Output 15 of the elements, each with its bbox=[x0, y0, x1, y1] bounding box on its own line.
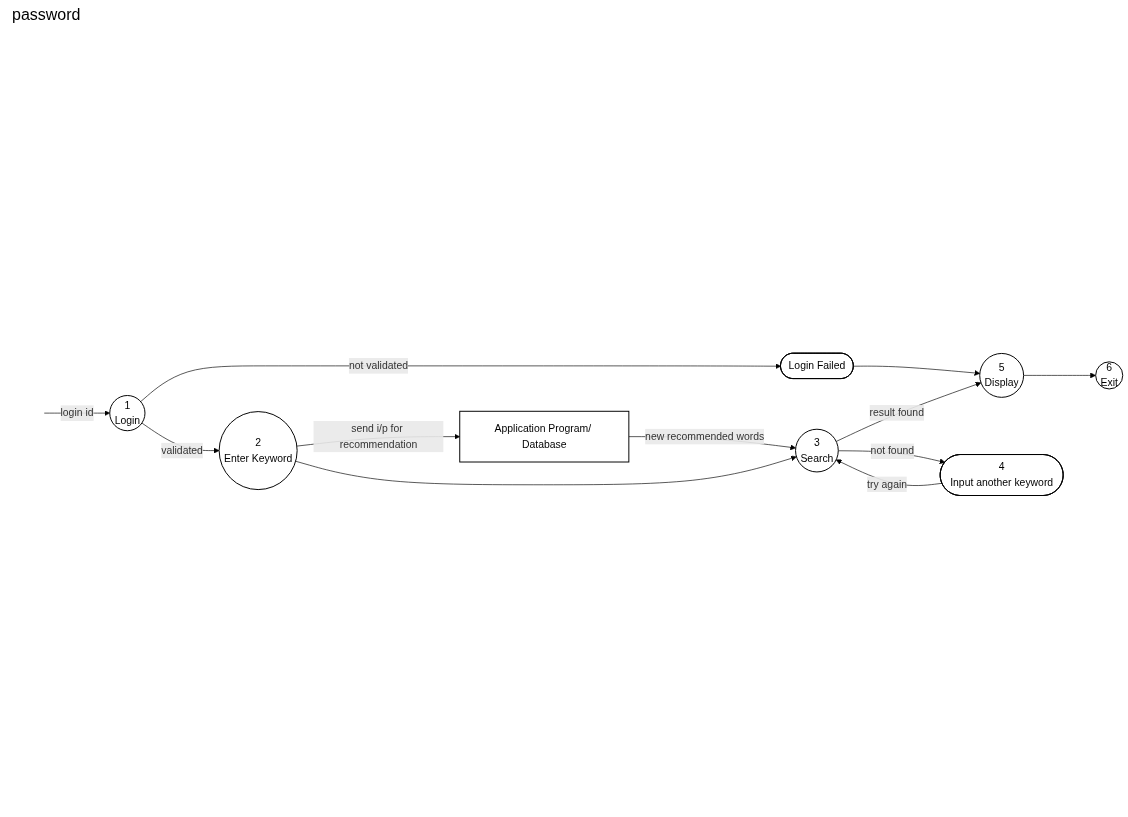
node-circle: 1 Login bbox=[109, 395, 146, 432]
edge-label: not validated bbox=[348, 360, 408, 372]
node-circle: 6 Exit bbox=[1095, 361, 1124, 390]
edge-label: try again bbox=[867, 478, 908, 490]
edge-label: send i/p for recommendation bbox=[339, 423, 418, 450]
node-box: Application Program/ Database bbox=[459, 410, 630, 463]
node-circle: 2 Enter Keyword bbox=[218, 411, 298, 491]
node-circle: 3 Search bbox=[795, 428, 839, 473]
input-label: password bbox=[12, 6, 81, 23]
edge-label: result found bbox=[869, 407, 924, 419]
node-circle: 5 Display bbox=[979, 353, 1025, 398]
edge-label: new recommended words bbox=[645, 430, 765, 442]
edge-label: validated bbox=[161, 444, 203, 456]
edge-label: not found bbox=[870, 445, 915, 457]
edge-label: login id bbox=[60, 407, 94, 419]
